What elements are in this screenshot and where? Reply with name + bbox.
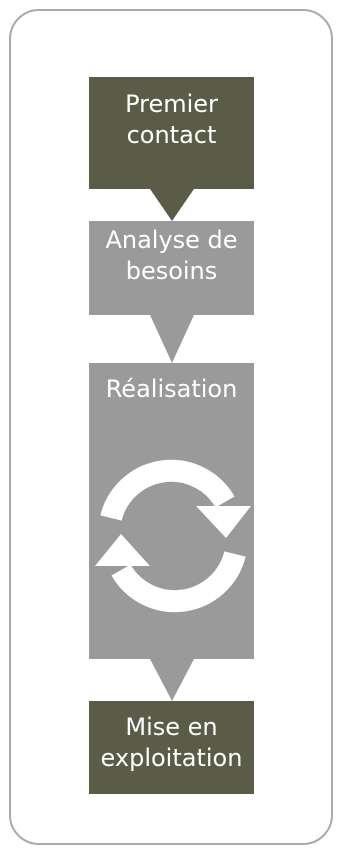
arrow-down	[150, 315, 194, 363]
arrow-down	[150, 189, 194, 221]
step-premier-contact: Premier contact	[89, 77, 254, 189]
step-label: Réalisation	[105, 375, 238, 403]
cycle-refresh-icon	[95, 459, 251, 613]
step-label: Premier contact	[125, 90, 218, 149]
step-label: Mise en exploitation	[100, 713, 243, 772]
step-analyse-de-besoins: Analyse de besoins	[89, 221, 254, 315]
arrow-down	[150, 659, 194, 701]
step-label: Analyse de besoins	[105, 226, 238, 285]
step-mise-en-exploitation: Mise en exploitation	[89, 701, 254, 794]
